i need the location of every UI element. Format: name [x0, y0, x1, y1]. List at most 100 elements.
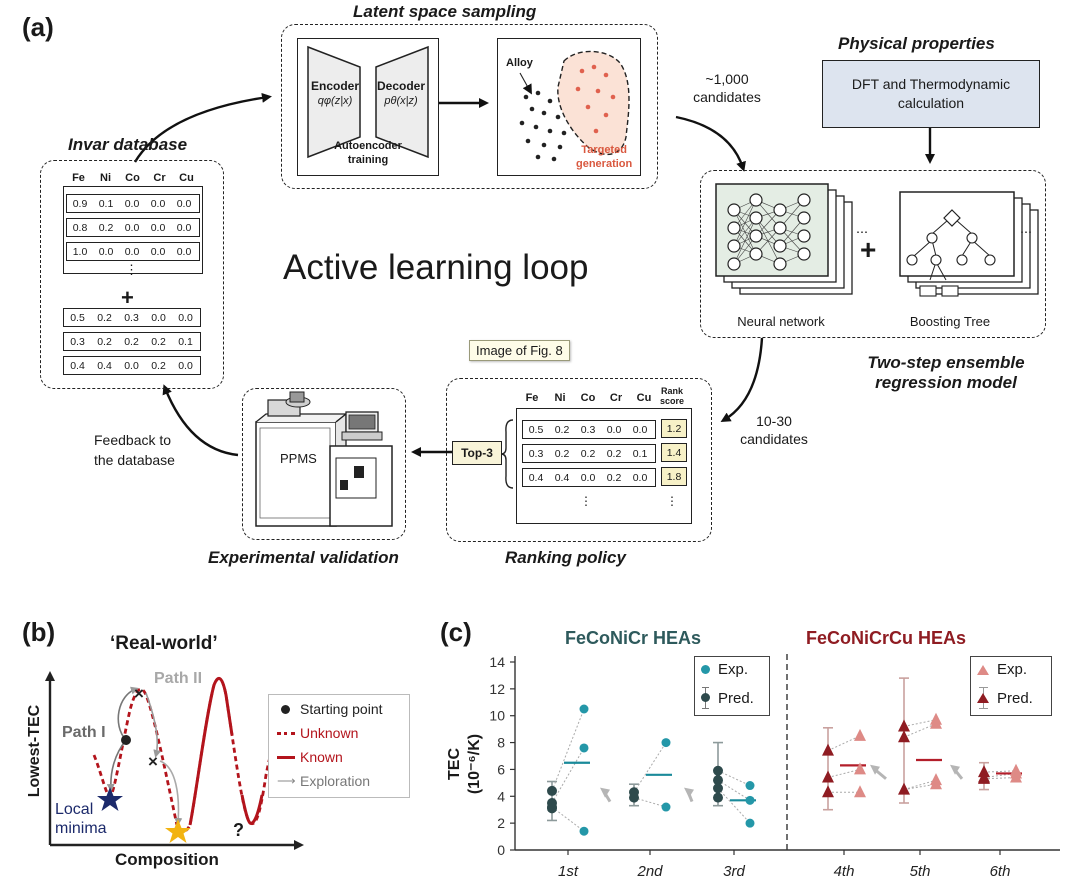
ensemble-title: Two-step ensemble regression model — [867, 353, 1025, 392]
pred-point — [978, 771, 990, 784]
ensemble-plus: + — [860, 234, 877, 265]
pred-point — [713, 775, 723, 786]
pred-point — [898, 730, 910, 743]
pred-point — [713, 765, 723, 776]
invar-database-title: Invar database — [68, 135, 188, 154]
exp-point — [579, 743, 589, 753]
group-title-left: FeCoNiCr HEAs — [565, 628, 702, 648]
pred-point — [822, 743, 834, 756]
physical-properties-title: Physical properties — [838, 34, 995, 53]
ensemble-box — [700, 170, 1046, 338]
legend-known: Known — [277, 749, 343, 765]
exp-point — [661, 738, 671, 748]
svg-text:⋯: ⋯ — [1020, 225, 1032, 239]
pred-point — [898, 719, 910, 732]
x-tick-label: 4th — [834, 863, 855, 878]
y-tick-label: 4 — [497, 788, 505, 804]
pred-exp-link — [903, 779, 937, 791]
latent-title: Latent space sampling — [353, 2, 537, 21]
pred-exp-link — [983, 770, 1017, 773]
legend-unknown: Unknown — [277, 725, 358, 741]
pred-circle-errorbar-icon — [701, 687, 710, 709]
ranking-vdots: ⋮ — [580, 494, 592, 508]
x-tick-label: 3rd — [723, 863, 745, 878]
invar-plus: + — [121, 285, 134, 310]
y-tick-label: 8 — [497, 735, 505, 751]
pred-exp-link — [827, 735, 861, 752]
pred-triangle-errorbar-icon — [977, 687, 989, 709]
pred-exp-link — [827, 768, 861, 778]
legend-left-exp: Exp. — [701, 661, 748, 678]
invar-vdots: ⋮ — [125, 262, 138, 277]
y-tick-label: 10 — [489, 708, 505, 724]
x-tick-label: 1st — [558, 863, 579, 878]
ppms-label: PPMS — [280, 451, 317, 466]
feedback-label: Feedback to the database — [94, 432, 175, 468]
exploration-arrow-icon: ⟶ — [277, 773, 296, 788]
svg-text:×: × — [148, 752, 158, 771]
real-world-title: ‘Real-world’ — [110, 633, 218, 654]
legend-exploration: ⟶ Exploration — [277, 773, 371, 789]
landscape-legend: Starting point Unknown Known ⟶ Explorati… — [268, 694, 410, 798]
pred-point — [547, 803, 557, 814]
legend-left: Exp. Pred. — [694, 656, 770, 716]
boosting-tree-label: Boosting Tree — [909, 314, 991, 329]
latent-box — [281, 24, 658, 189]
round-transition-arrowhead — [870, 764, 880, 775]
top3-label: Top-3 — [452, 441, 502, 465]
rank-score: 1.8 — [661, 467, 687, 486]
pred-point — [822, 785, 834, 798]
autoencoder-shape — [307, 45, 429, 159]
pred-exp-link — [903, 783, 937, 791]
exp-point — [1010, 770, 1022, 783]
exp-triangle-icon — [977, 664, 989, 675]
x-tick-label: 5th — [910, 863, 931, 878]
panel-label-b: (b) — [22, 617, 56, 647]
candidates-10-30-label: 10-30 candidates — [740, 413, 808, 447]
path-1-label: Path I — [62, 724, 106, 741]
exp-point — [854, 728, 866, 741]
legend-right-exp: Exp. — [977, 661, 1027, 678]
alloy-label: Alloy — [506, 57, 533, 69]
legend-starting-point: Starting point — [277, 701, 383, 717]
exp-circle-icon — [701, 665, 710, 674]
pred-exp-link — [983, 776, 1017, 780]
svg-text:×: × — [134, 684, 144, 703]
panel-label-a: (a) — [22, 12, 54, 42]
ensemble-graphics: ⋯ ⋯ — [715, 183, 1039, 297]
y-tick-label: 2 — [497, 815, 505, 831]
pred-point — [898, 782, 910, 795]
pred-point — [629, 792, 639, 803]
image-tooltip: Image of Fig. 8 — [469, 340, 570, 361]
decoder-label: Decoder — [376, 79, 426, 93]
x-tick-label: 6th — [990, 863, 1011, 878]
pred-exp-link — [717, 770, 751, 786]
exp-point — [745, 781, 755, 791]
latent-scatter-plot — [519, 50, 630, 162]
neural-network-label: Neural network — [737, 314, 825, 329]
legend-left-pred: Pred. — [701, 687, 754, 709]
x-tick-label: 2nd — [636, 863, 663, 878]
exp-point — [579, 826, 589, 836]
group-title-right: FeCoNiCrCu HEAs — [806, 628, 967, 648]
round-transition-arrowhead — [600, 787, 610, 798]
exp-point — [854, 785, 866, 798]
rank-score: 1.4 — [661, 443, 687, 462]
landscape-y-label: Lowest-TEC — [26, 704, 43, 798]
round-transition-arrowhead — [950, 764, 960, 775]
candidates-1000-label: ~1,000 candidates — [693, 71, 761, 105]
active-learning-loop-title: Active learning loop — [283, 248, 589, 287]
experimental-validation-title: Experimental validation — [208, 548, 399, 567]
experimental-box — [242, 388, 406, 540]
encoder-formula: qφ(z|x) — [317, 95, 353, 107]
pred-exp-link — [903, 723, 937, 738]
